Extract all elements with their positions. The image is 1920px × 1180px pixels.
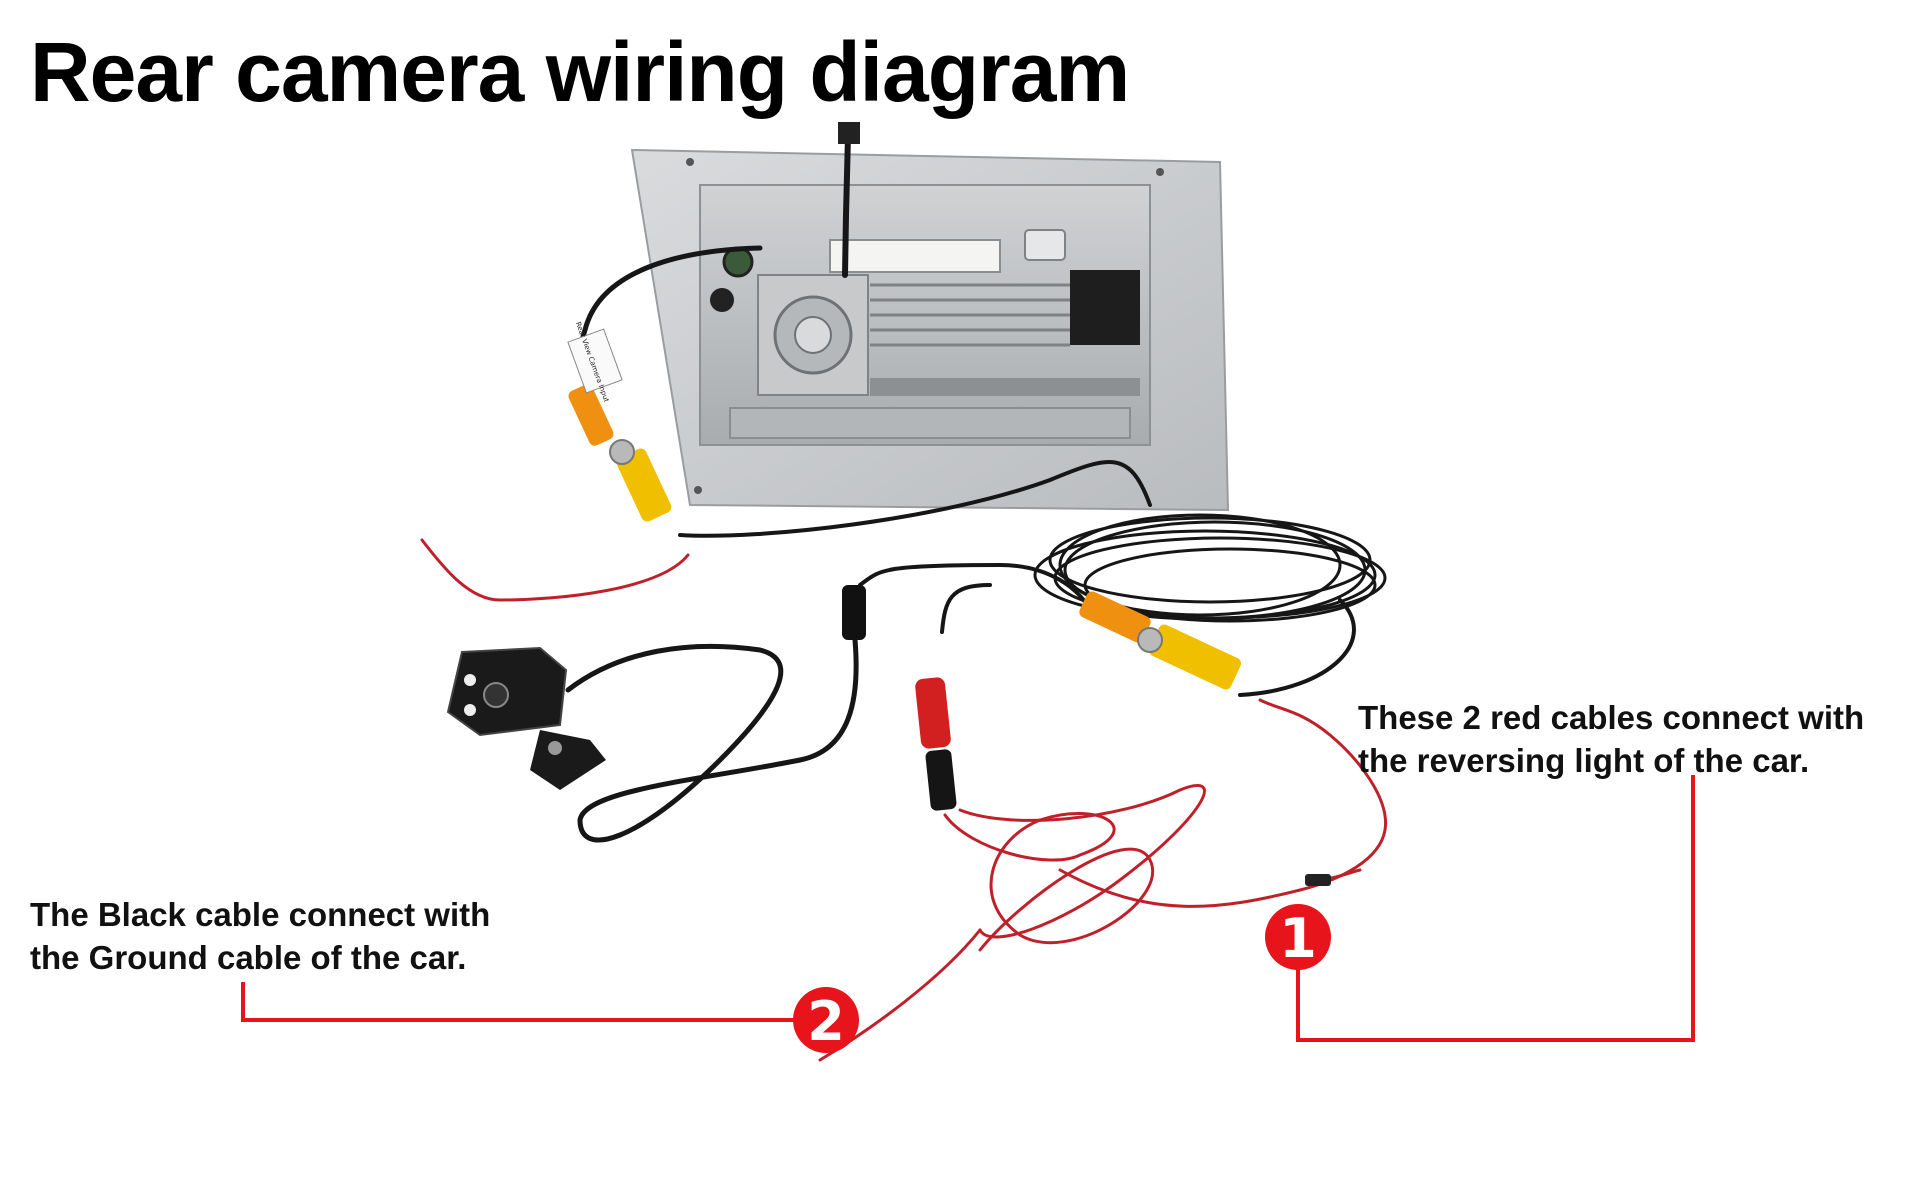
marker-one: 1 [1265, 904, 1331, 970]
inline-connector [1305, 874, 1331, 886]
ground-note: The Black cable connect with the Ground … [30, 893, 490, 979]
page-title: Rear camera wiring diagram [30, 25, 1130, 119]
callout-lines [241, 775, 1695, 1042]
reversing-light-note-line2: the reversing light of the car. [1358, 742, 1810, 779]
rca-connector-extension [1079, 591, 1241, 690]
svg-text:1: 1 [1279, 907, 1317, 970]
rca-connector-headunit [568, 384, 672, 522]
y-splitter [842, 585, 866, 640]
svg-text:2: 2 [807, 990, 845, 1053]
red-cables [420, 538, 1388, 1062]
camera-icon [446, 646, 606, 790]
ground-note-line2: the Ground cable of the car. [30, 939, 467, 976]
reversing-light-note-line1: These 2 red cables connect with [1358, 699, 1865, 736]
reversing-light-note: These 2 red cables connect with the reve… [1358, 696, 1864, 782]
marker-two: 2 [793, 987, 859, 1053]
ground-note-line1: The Black cable connect with [30, 896, 491, 933]
head-unit [630, 148, 1230, 512]
camera-input-tag: Rear View Camera Input [567, 321, 623, 404]
power-plug [915, 677, 957, 811]
